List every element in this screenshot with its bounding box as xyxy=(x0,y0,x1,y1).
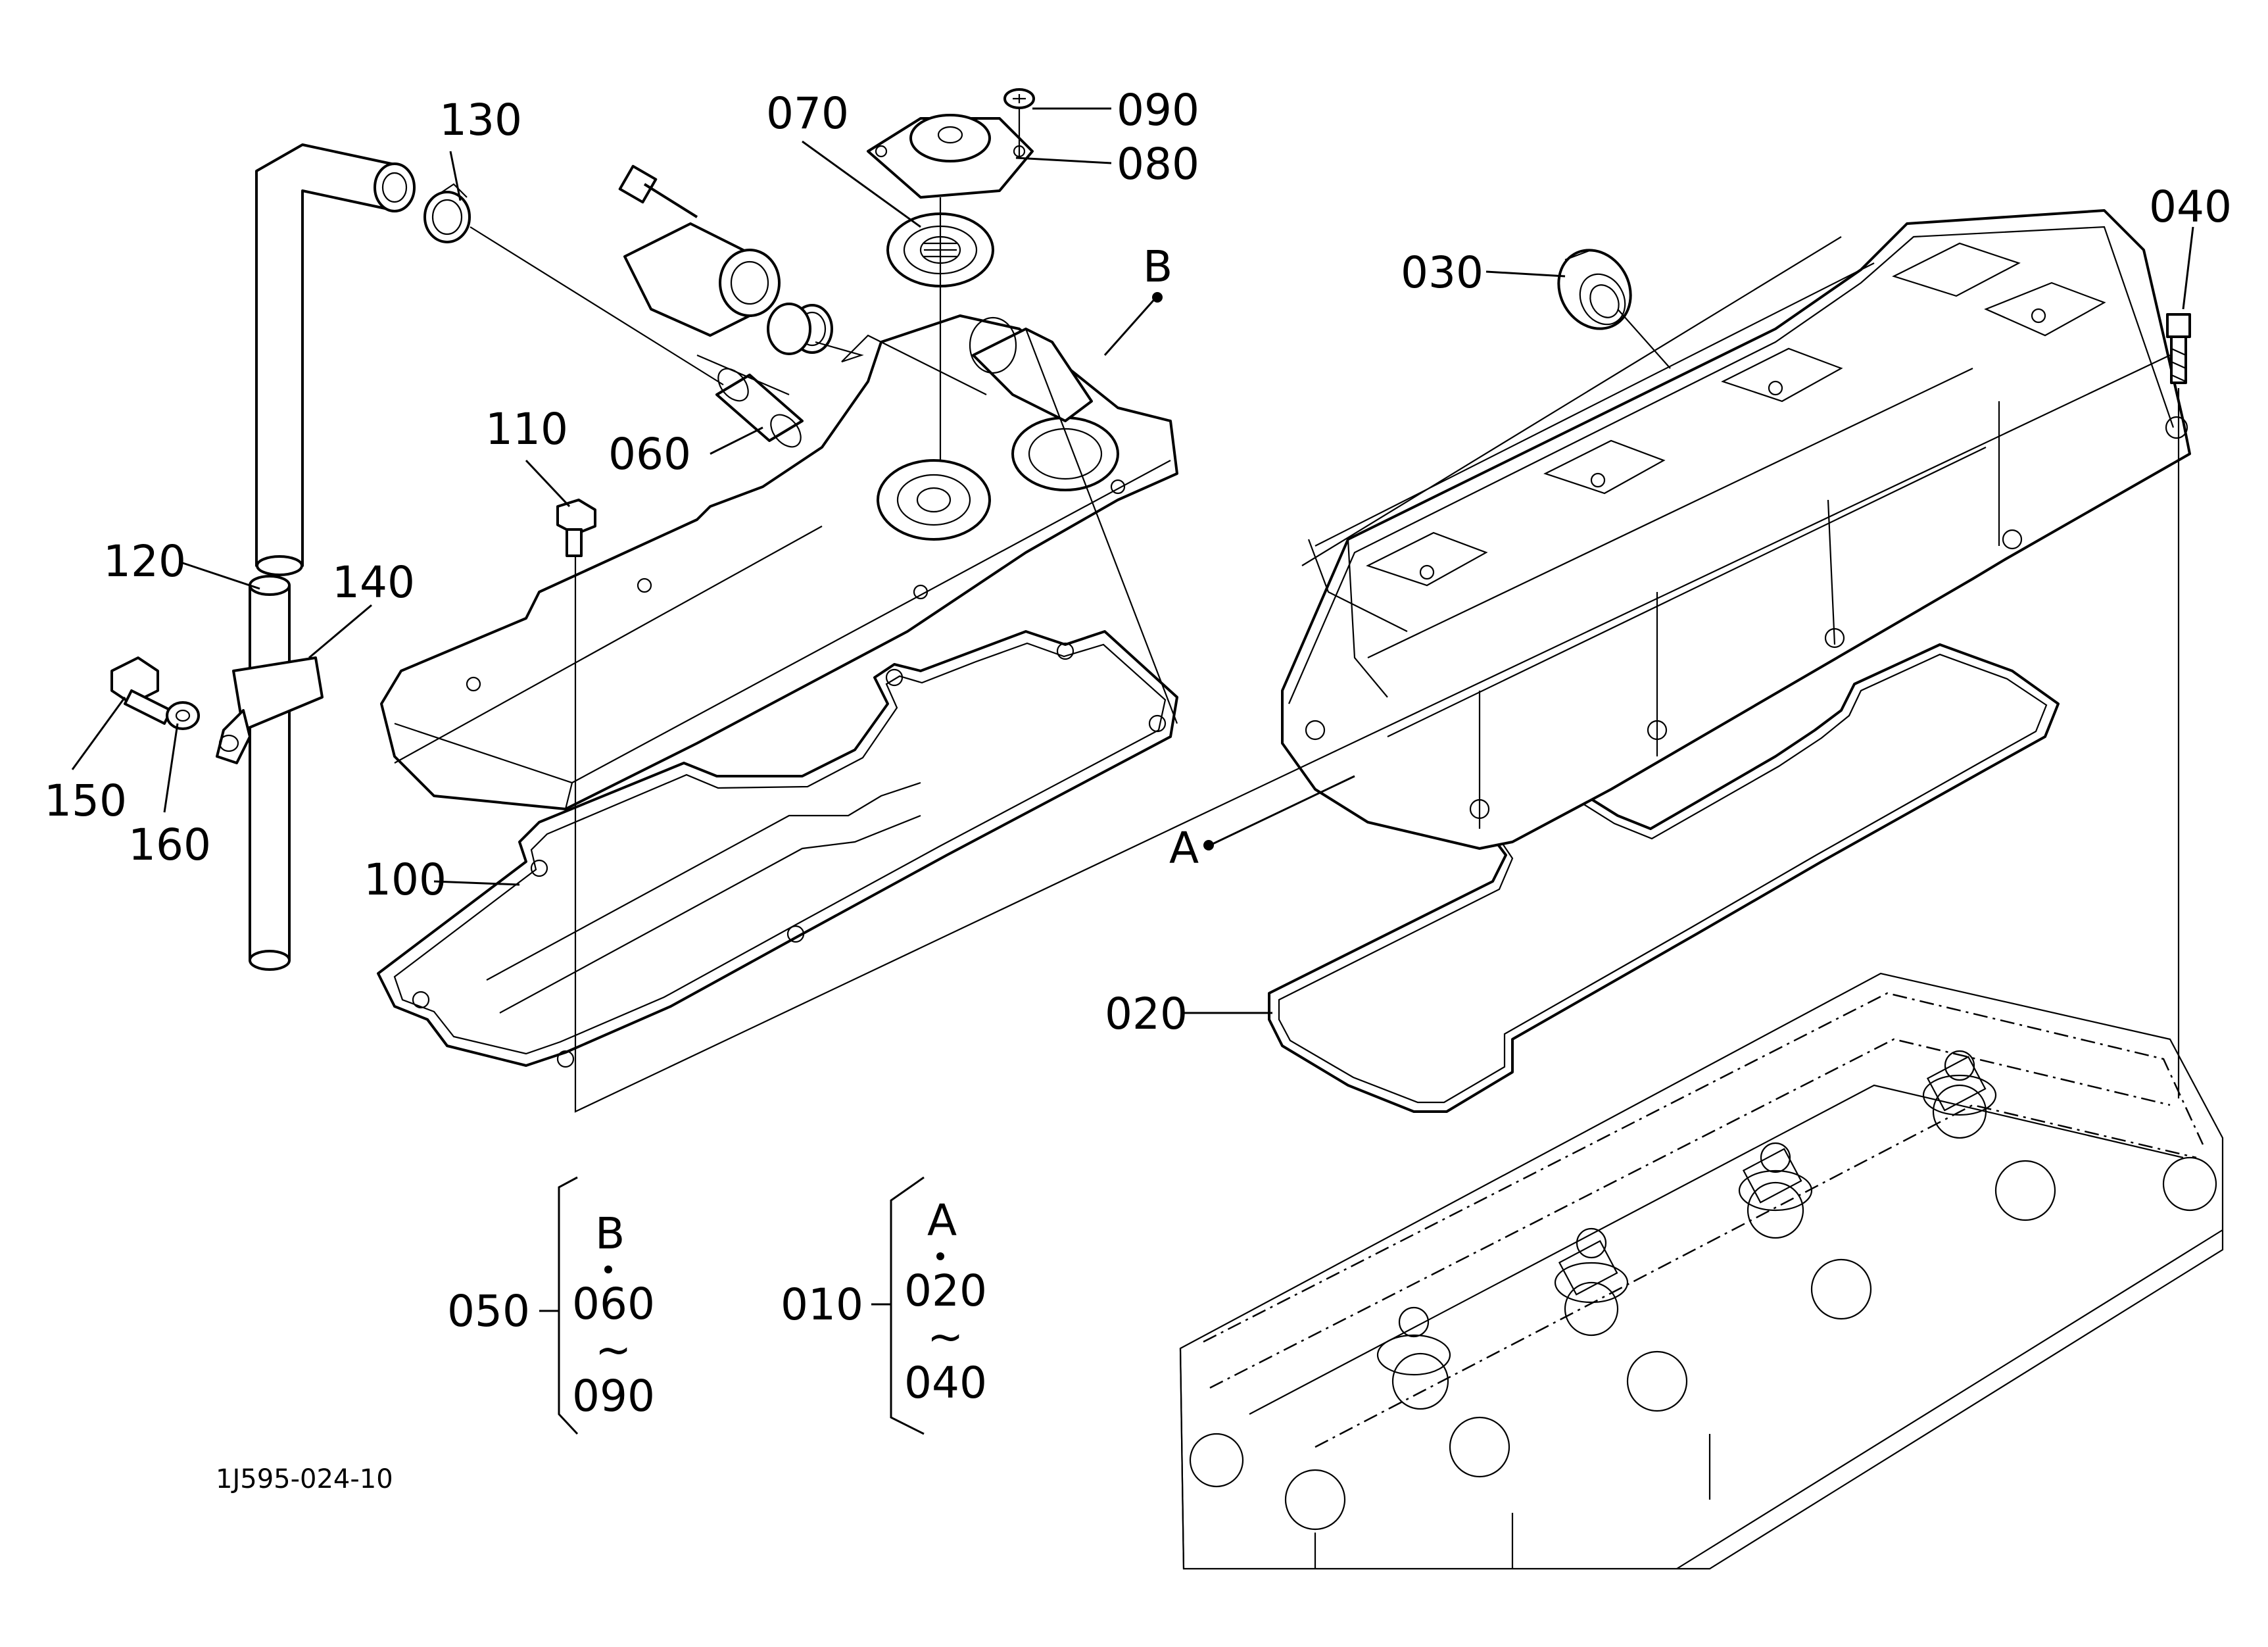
label-070: 070 xyxy=(766,88,849,139)
label-100: 100 xyxy=(364,854,446,905)
screw-090 xyxy=(1003,88,1035,109)
label-ref-a: A xyxy=(1169,823,1199,873)
cover-080 xyxy=(867,114,1034,199)
oil-seal-030 xyxy=(1557,249,1632,330)
label-080: 080 xyxy=(1117,139,1199,189)
group-010: 010 A 020 ~ 040 xyxy=(781,1176,987,1435)
label-120: 120 xyxy=(103,536,186,587)
leader-lines xyxy=(71,107,2194,1014)
clamp-140 xyxy=(216,656,324,764)
head-cover xyxy=(1281,209,2191,850)
label-090: 090 xyxy=(1117,85,1199,135)
bolt-150 xyxy=(110,656,172,725)
group-010-ref: A xyxy=(927,1195,957,1246)
group-010-tilde: ~ xyxy=(927,1312,963,1362)
group-010-label: 010 xyxy=(781,1279,863,1330)
clamp-130 xyxy=(423,183,471,243)
label-110: 110 xyxy=(485,404,568,455)
label-150: 150 xyxy=(44,775,127,826)
label-ref-b: B xyxy=(1143,241,1172,292)
group-050: 050 B 060 ~ 090 xyxy=(447,1176,655,1435)
sensor-assembly xyxy=(618,164,833,354)
bolt-040 xyxy=(2166,313,2191,384)
label-160: 160 xyxy=(128,820,211,870)
label-020: 020 xyxy=(1105,989,1188,1039)
group-010-from: 020 xyxy=(904,1266,987,1316)
drawing-code: 1J595-024-10 xyxy=(216,1464,393,1494)
group-050-tilde: ~ xyxy=(595,1325,631,1375)
pipe-060 xyxy=(715,368,804,448)
group-050-label: 050 xyxy=(447,1286,530,1337)
o-ring xyxy=(767,303,811,355)
group-050-ref: B xyxy=(595,1208,625,1259)
cylinder-head xyxy=(1179,972,2224,1570)
label-130: 130 xyxy=(439,95,522,145)
breather-cover xyxy=(380,314,1178,810)
group-050-to: 090 xyxy=(572,1371,655,1421)
bolt-110 xyxy=(556,499,596,557)
washer-160 xyxy=(166,701,200,730)
group-010-to: 040 xyxy=(904,1358,987,1408)
label-140: 140 xyxy=(332,557,415,608)
label-040: 040 xyxy=(2149,182,2232,232)
group-050-from: 060 xyxy=(572,1279,655,1329)
label-030: 030 xyxy=(1401,247,1484,298)
gasket-100 xyxy=(377,630,1178,1068)
label-060: 060 xyxy=(608,429,691,479)
assembly-lines xyxy=(394,109,2180,1113)
part-labels: 070 090 080 130 B 030 040 110 060 120 14… xyxy=(44,85,2232,1039)
